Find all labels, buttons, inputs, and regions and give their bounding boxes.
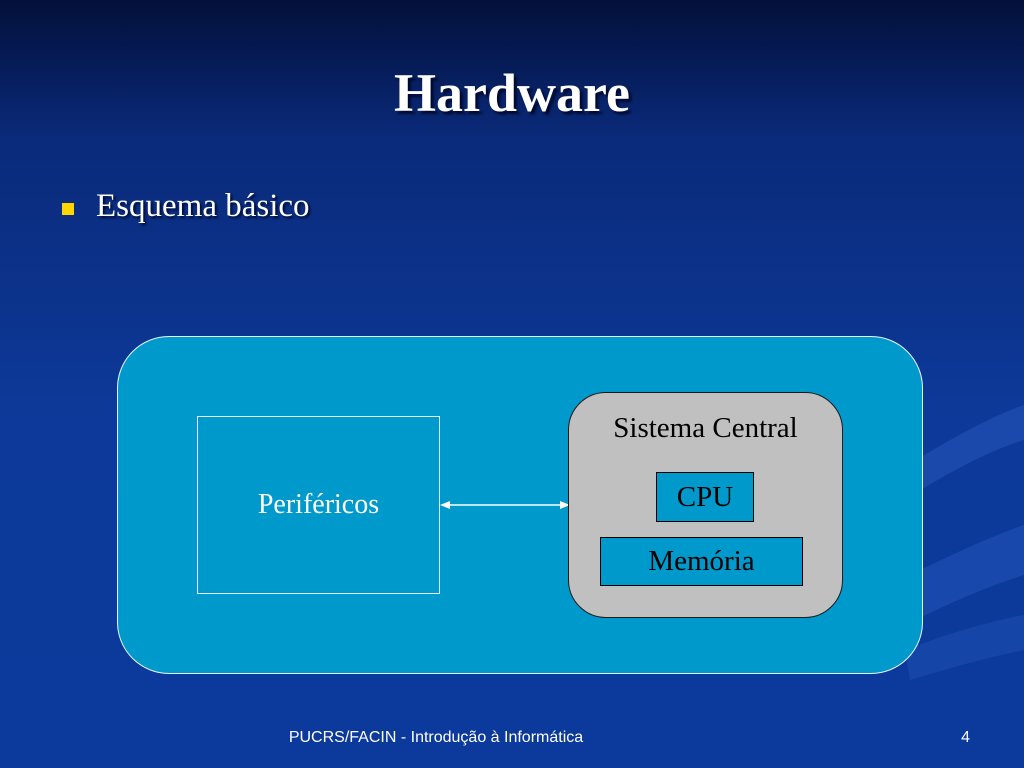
memoria-label: Memória bbox=[648, 545, 755, 577]
perifericos-label: Periféricos bbox=[257, 489, 380, 520]
cpu-label: CPU bbox=[676, 480, 734, 513]
bullet-item: Esquema básico bbox=[62, 188, 310, 225]
perifericos-box: Periféricos bbox=[197, 416, 440, 594]
double-arrow-icon bbox=[440, 501, 570, 509]
footer-text: PUCRS/FACIN - Introdução à Informática bbox=[288, 729, 584, 746]
memoria-box: Memória bbox=[600, 537, 803, 586]
square-bullet-icon bbox=[62, 202, 74, 215]
slide-title: Hardware bbox=[394, 63, 630, 123]
bullet-text: Esquema básico bbox=[96, 188, 310, 224]
page-number: 4 bbox=[961, 729, 970, 746]
sistema-central-label: Sistema Central bbox=[613, 412, 798, 444]
cpu-box: CPU bbox=[656, 472, 754, 522]
